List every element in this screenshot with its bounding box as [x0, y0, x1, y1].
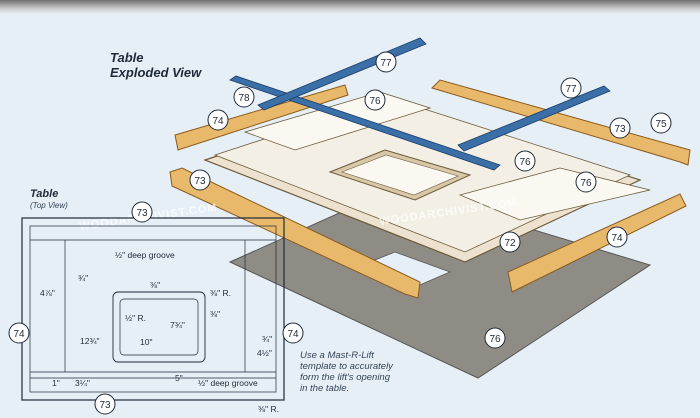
dim-3-8-a: ⅜" [150, 280, 160, 290]
callout-73c: 73 [131, 201, 153, 223]
callout-74d: 74 [282, 322, 304, 344]
svg-text:73: 73 [194, 176, 206, 187]
topview-outline [21, 217, 285, 401]
svg-text:72: 72 [504, 238, 516, 249]
exploded-title-line2: Exploded View [110, 65, 202, 80]
panel-76-left [243, 91, 432, 151]
svg-text:74: 74 [212, 116, 224, 127]
note-line-1: Use a Mast-R-Lift [300, 350, 374, 361]
svg-text:74: 74 [287, 329, 299, 340]
svg-text:77: 77 [380, 58, 392, 69]
note-line-2: template to accurately [300, 361, 393, 372]
callout-75: 75 [650, 112, 672, 134]
callout-78: 78 [233, 86, 255, 108]
exploded-view-title: Table Exploded View [110, 50, 201, 80]
panel-76-right [458, 167, 651, 221]
callout-73a: 73 [609, 117, 631, 139]
callout-77a: 77 [375, 51, 397, 73]
callout-74b: 74 [606, 226, 628, 248]
callout-76d: 76 [484, 327, 506, 349]
rail-73-left [169, 167, 421, 299]
svg-text:73: 73 [99, 400, 111, 411]
svg-text:76: 76 [519, 157, 531, 168]
dim-3-4-b: ¾" [262, 334, 272, 344]
rail-74-right-bottom [507, 193, 687, 293]
dim-groove-top: ½" deep groove [115, 250, 175, 260]
dim-3-8-r-bottom: ⅜" R. [258, 404, 279, 414]
callout-77b: 77 [560, 77, 582, 99]
callout-74a: 74 [207, 109, 229, 131]
svg-text:73: 73 [614, 124, 626, 135]
dim-4-7-8: 4⅞" [40, 288, 55, 298]
topview-title: Table [30, 188, 58, 200]
note-line-4: in the table. [300, 383, 350, 394]
lift-template-note: Use a Mast-R-Lift template to accurately… [300, 350, 430, 394]
rail-73-right-top [431, 79, 691, 166]
svg-text:76: 76 [369, 96, 381, 107]
dim-1-2-r: ½" R. [125, 313, 146, 323]
dim-3-8-r: ⅜" R. [210, 288, 231, 298]
note-line-3: form the lift's opening [300, 372, 390, 383]
callout-74c: 74 [8, 322, 30, 344]
svg-text:77: 77 [565, 84, 577, 95]
callout-73b: 73 [189, 169, 211, 191]
svg-text:74: 74 [611, 233, 623, 244]
topview-subtitle: (Top View) [30, 201, 68, 210]
lift-opening-outer [112, 291, 206, 363]
svg-text:76: 76 [580, 178, 592, 189]
top-edge-shadow [0, 0, 700, 14]
dim-3-1-4: 3¼" [75, 378, 90, 388]
callout-76a: 76 [364, 89, 386, 111]
dim-4-1-2: 4½" [257, 348, 272, 358]
callout-76c: 76 [575, 171, 597, 193]
dim-groove-bottom: ½" deep groove [198, 378, 258, 388]
svg-text:73: 73 [136, 208, 148, 219]
dim-10: 10" [140, 337, 152, 347]
exploded-title-line1: Table [110, 50, 144, 65]
svg-text:78: 78 [238, 93, 250, 104]
dim-3-4-a: ¾" [78, 273, 88, 283]
callout-73d: 73 [94, 393, 116, 415]
lift-opening-inner [119, 298, 199, 356]
steel-channel-77-b [457, 85, 611, 152]
callout-76b: 76 [514, 150, 536, 172]
dim-7-3-4: 7¾" [170, 320, 185, 330]
topview-inner [29, 225, 277, 393]
svg-text:76: 76 [489, 334, 501, 345]
callout-72: 72 [499, 231, 521, 253]
svg-text:75: 75 [655, 119, 667, 130]
dim-1: 1" [52, 378, 60, 388]
svg-text:74: 74 [13, 329, 25, 340]
steel-channel-78 [229, 75, 501, 171]
dim-3-8-b: ⅜" [210, 309, 220, 319]
board-opening-inner [341, 154, 459, 196]
dim-5: 5" [175, 373, 183, 383]
dim-12-3-4: 12¾" [80, 336, 100, 346]
